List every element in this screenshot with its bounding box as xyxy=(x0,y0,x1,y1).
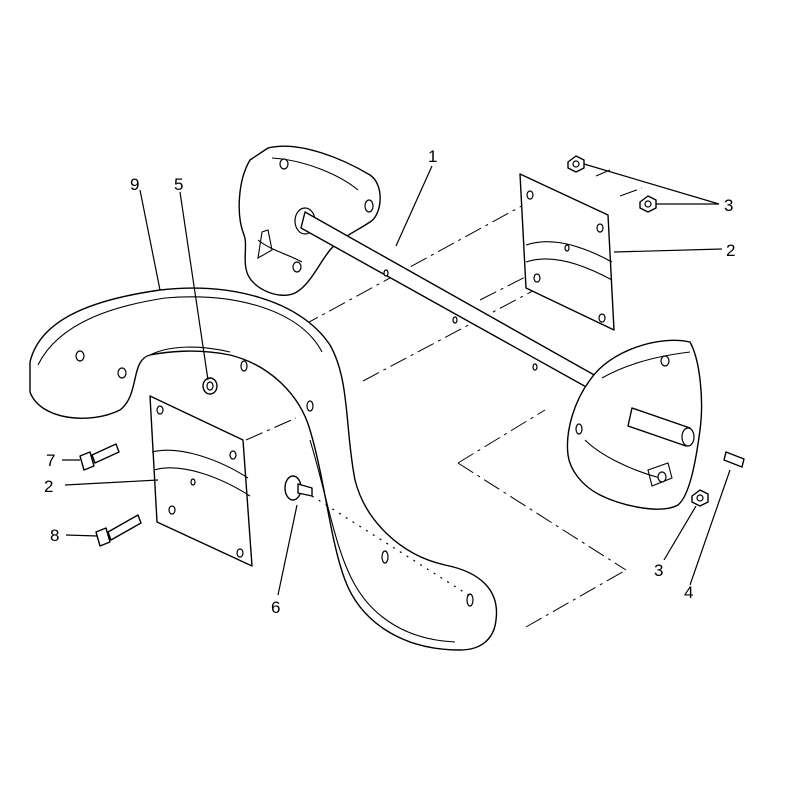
spacer-icon xyxy=(202,377,218,395)
paddle-icon xyxy=(149,395,253,567)
callout-labels: 1 2 2 3 3 4 5 6 7 8 9 xyxy=(44,147,735,617)
impeller-hub-right-icon xyxy=(566,339,703,510)
nut-icon xyxy=(691,489,709,507)
callout-7: 7 xyxy=(46,451,55,470)
key-icon xyxy=(723,451,745,468)
auger-blade-icon xyxy=(29,287,498,651)
bolt-icon xyxy=(95,514,142,547)
paddle-icon xyxy=(519,173,615,331)
nut-icon xyxy=(639,195,657,213)
callout-1: 1 xyxy=(428,147,437,166)
carriage-bolt-icon xyxy=(284,475,313,501)
callout-8: 8 xyxy=(50,526,59,545)
callout-2-right: 2 xyxy=(726,241,735,260)
callout-3-bottom: 3 xyxy=(654,561,663,580)
leader-lines xyxy=(62,163,731,596)
callout-6: 6 xyxy=(271,598,280,617)
nut-icon xyxy=(567,155,585,173)
callout-2-left: 2 xyxy=(44,477,53,496)
callout-9: 9 xyxy=(130,175,139,194)
callout-5: 5 xyxy=(174,175,183,194)
callout-3-top: 3 xyxy=(724,196,733,215)
bolt-icon xyxy=(79,443,120,471)
callout-4: 4 xyxy=(684,583,693,602)
